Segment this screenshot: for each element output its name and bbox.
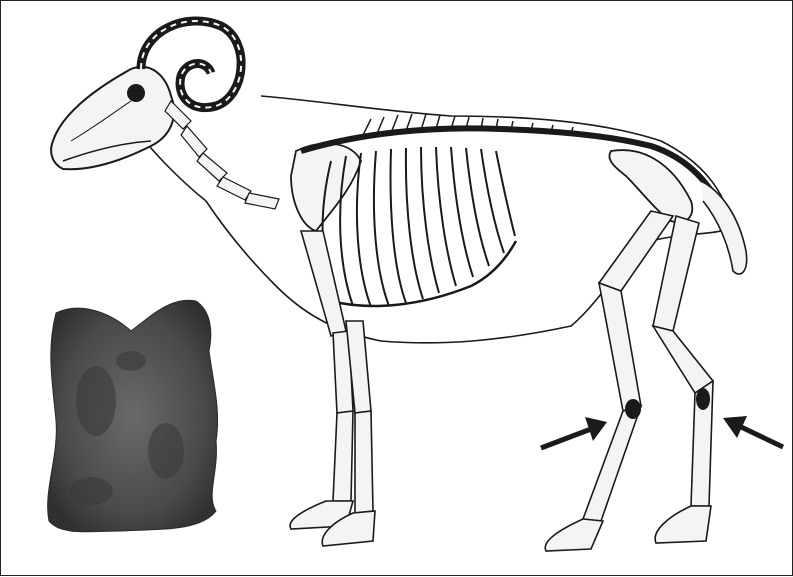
tail — [701, 181, 747, 274]
arrow-hind-leg-front — [541, 417, 607, 448]
eye-socket — [127, 84, 145, 102]
hind-legs — [583, 211, 713, 521]
neck-vertebrae — [165, 101, 279, 209]
body-silhouette — [129, 96, 731, 343]
hind-hooves — [545, 506, 711, 551]
arrow-hind-leg-back — [723, 416, 783, 447]
